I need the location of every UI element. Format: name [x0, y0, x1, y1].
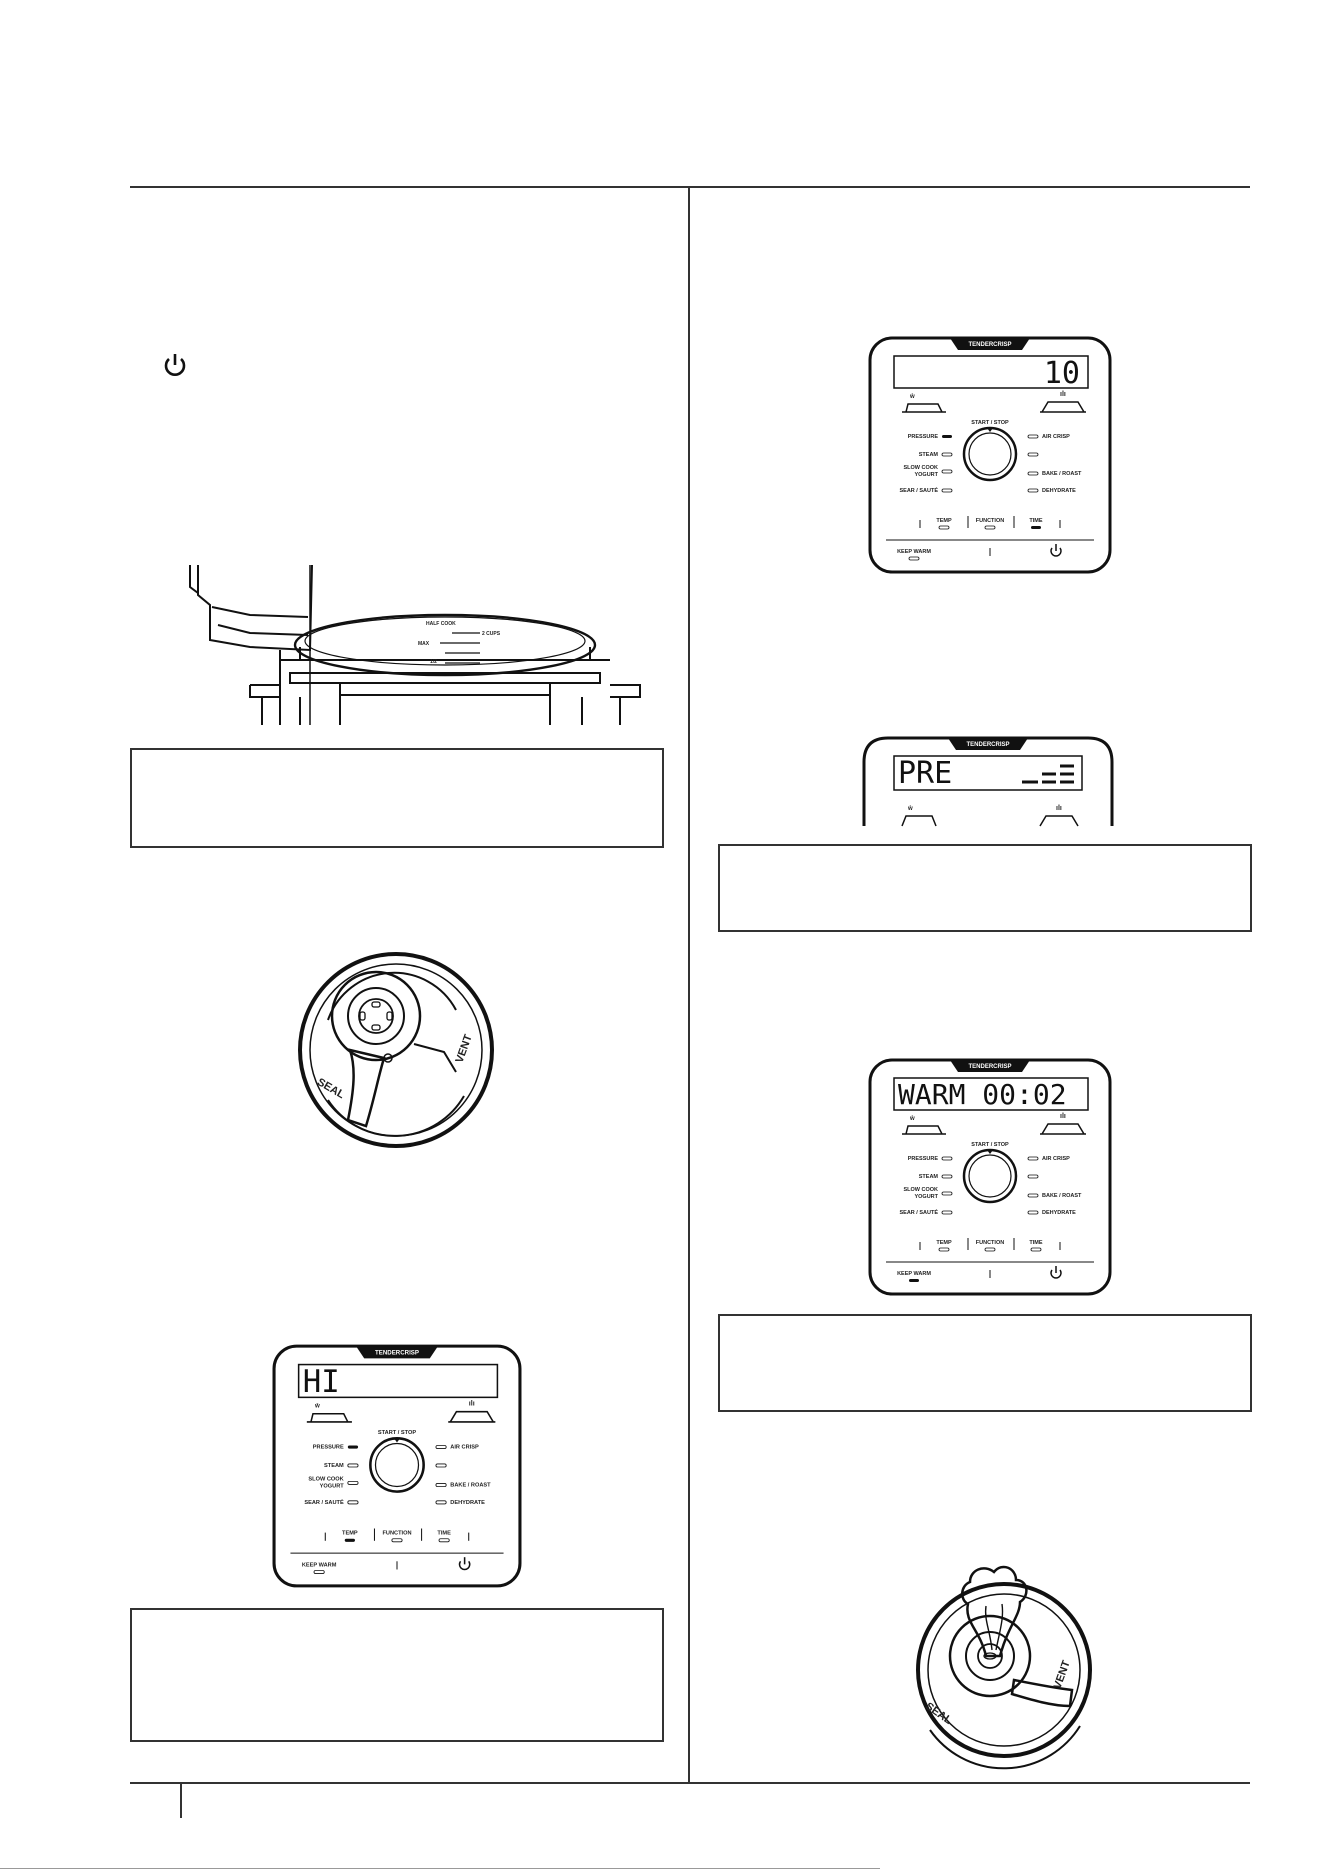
svg-text:SEAR / SAUTÉ: SEAR / SAUTÉ	[304, 1498, 344, 1506]
svg-text:TIME: TIME	[1029, 1240, 1042, 1246]
lcd-display-warm: WARM 00:02	[898, 1078, 1067, 1111]
lid-line-label-1: HALF COOK	[426, 621, 456, 627]
svg-text:SLOW COOK: SLOW COOK	[308, 1476, 344, 1482]
svg-text:SLOW COOK: SLOW COOK	[903, 1187, 938, 1193]
control-panel-warm: TENDERCRISP WARM 00:02 ŵ ılı START / STO…	[868, 1058, 1112, 1296]
vent-label: VENT	[453, 1033, 474, 1065]
lid-line-label-4: 1/2	[430, 659, 437, 665]
lid-line-label-3: MAX	[418, 641, 430, 647]
svg-text:STEAM: STEAM	[324, 1463, 344, 1469]
svg-text:KEEP WARM: KEEP WARM	[897, 1271, 931, 1277]
pressure-valve-seal-illustration: SEAL VENT	[298, 952, 494, 1148]
fn-air-crisp: AIR CRISP	[1042, 434, 1070, 440]
seal-label: SEAL	[315, 1076, 347, 1101]
svg-text:ılı: ılı	[1056, 805, 1062, 812]
panel-brand: TENDERCRISP	[968, 342, 1011, 348]
panel-power-icon[interactable]	[1050, 544, 1062, 557]
pressure-lid-icon: ŵ	[902, 394, 946, 413]
page-number-marker	[180, 1782, 182, 1818]
svg-text:PRESSURE: PRESSURE	[908, 1156, 939, 1162]
svg-text:YOGURT: YOGURT	[320, 1484, 345, 1490]
control-panel-hi: TENDERCRISP HI ŵ ılı START / STOP PRESSU…	[272, 1344, 522, 1588]
function-label: FUNCTION	[976, 518, 1004, 524]
column-divider	[688, 186, 690, 1784]
svg-text:SEAR / SAUTÉ: SEAR / SAUTÉ	[899, 1208, 938, 1216]
svg-text:AIR CRISP: AIR CRISP	[1042, 1156, 1070, 1162]
svg-text:ılı: ılı	[469, 1400, 475, 1408]
svg-text:ŵ: ŵ	[907, 806, 913, 812]
svg-text:TEMP: TEMP	[936, 1240, 952, 1246]
svg-text:FUNCTION: FUNCTION	[976, 1240, 1004, 1246]
lcd-display-pre: PRE	[898, 756, 952, 791]
svg-text:ŵ: ŵ	[314, 1403, 320, 1410]
svg-text:YOGURT: YOGURT	[914, 1194, 938, 1200]
svg-text:ŵ: ŵ	[909, 1116, 915, 1122]
power-icon	[164, 354, 186, 376]
control-panel-ten: TENDERCRISP 10 ŵ ılı START / STOP PRESSU…	[868, 336, 1112, 574]
svg-text:STEAM: STEAM	[919, 1174, 939, 1180]
fn-steam: STEAM	[919, 452, 939, 458]
svg-text:TEMP: TEMP	[342, 1531, 358, 1537]
svg-text:ŵ: ŵ	[909, 394, 915, 400]
svg-text:START / STOP: START / STOP	[971, 1142, 1009, 1148]
lid-line-label-2: 2 CUPS	[482, 631, 501, 637]
svg-text:KEEP WARM: KEEP WARM	[302, 1562, 337, 1568]
svg-text:START / STOP: START / STOP	[378, 1430, 416, 1436]
cooker-lid-illustration: HALF COOK 2 CUPS MAX 1/2	[189, 564, 641, 725]
temp-label: TEMP	[936, 518, 952, 524]
fn-slow-cook: SLOW COOK	[903, 465, 938, 471]
bottom-rule	[130, 1782, 1250, 1784]
svg-text:TENDERCRISP: TENDERCRISP	[968, 1064, 1011, 1070]
fn-yogurt: YOGURT	[914, 472, 938, 478]
callout-box-4	[130, 1608, 664, 1742]
time-label: TIME	[1029, 518, 1042, 524]
svg-text:BAKE / ROAST: BAKE / ROAST	[450, 1482, 491, 1488]
svg-text:ılı: ılı	[1060, 391, 1066, 398]
svg-text:FUNCTION: FUNCTION	[382, 1531, 411, 1537]
svg-text:DEHYDRATE: DEHYDRATE	[450, 1500, 485, 1506]
lcd-display-hi: HI	[303, 1364, 340, 1400]
lcd-display-ten: 10	[1044, 356, 1080, 391]
callout-box-1	[130, 748, 664, 848]
start-stop-label: START / STOP	[971, 420, 1009, 426]
footer-rule	[0, 1868, 880, 1869]
pressure-valve-vent-illustration: SEAL VENT	[916, 1565, 1092, 1770]
callout-box-3	[718, 1314, 1252, 1412]
keep-warm-label: KEEP WARM	[897, 549, 931, 555]
svg-text:BAKE / ROAST: BAKE / ROAST	[1042, 1193, 1082, 1199]
callout-box-2	[718, 844, 1252, 932]
svg-text:PRESSURE: PRESSURE	[313, 1445, 344, 1451]
svg-text:TENDERCRISP: TENDERCRISP	[966, 742, 1009, 748]
fn-dehydrate: DEHYDRATE	[1042, 488, 1076, 494]
svg-text:AIR CRISP: AIR CRISP	[450, 1445, 479, 1451]
control-panel-pre: TENDERCRISP PRE ılı ŵ	[862, 736, 1114, 827]
fn-sear-saute: SEAR / SAUTÉ	[899, 486, 938, 494]
svg-text:TIME: TIME	[437, 1531, 451, 1537]
crisping-lid-icon: ılı	[1040, 391, 1086, 413]
svg-text:TENDERCRISP: TENDERCRISP	[375, 1349, 419, 1356]
svg-text:ılı: ılı	[1060, 1113, 1066, 1120]
vent-label-2: VENT	[1051, 1659, 1072, 1691]
fn-bake-roast: BAKE / ROAST	[1042, 471, 1082, 477]
top-rule	[130, 186, 1250, 188]
svg-text:DEHYDRATE: DEHYDRATE	[1042, 1210, 1076, 1216]
fn-pressure: PRESSURE	[908, 434, 939, 440]
